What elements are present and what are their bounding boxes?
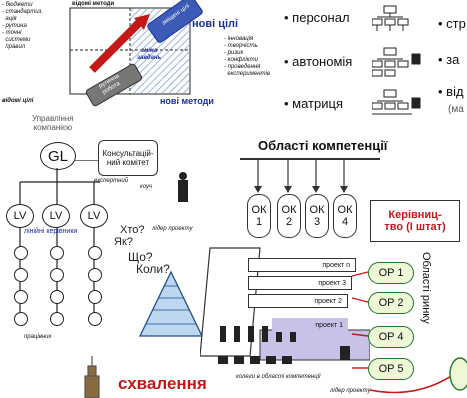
- innovation-list: - інновація - творчість - ризик - конфлі…: [224, 36, 270, 77]
- known-goals-label: відомі цілі: [2, 98, 34, 104]
- competence-title: Області компетенції: [258, 138, 388, 153]
- project-1: проект 1: [272, 318, 348, 332]
- new-methods-label: нові методи: [160, 96, 214, 106]
- op-node-5: OP 5: [368, 358, 414, 380]
- ok-node-4: ОК 4: [333, 194, 357, 238]
- project-leader-right-label: лідер проекту: [330, 388, 371, 394]
- how-label: Як?: [114, 236, 133, 248]
- org-chart-icons: [372, 5, 421, 115]
- lv-node-2: LV: [42, 204, 70, 228]
- lv-node-1: LV: [6, 204, 34, 228]
- when-label: Коли?: [136, 262, 170, 276]
- new-goals-label: нові цілі: [192, 18, 239, 30]
- project-leader-label: лідер проекту: [152, 226, 193, 232]
- workers-label: працівник: [24, 334, 52, 340]
- ok-node-3: ОК 3: [305, 194, 329, 238]
- tower-icon: [84, 356, 100, 398]
- experts-label: колеги в області компетенції: [236, 374, 321, 380]
- task-change-label: зміна завдань: [137, 48, 162, 61]
- projects-stack: [200, 247, 370, 364]
- matrix-diagram: [69, 0, 203, 107]
- known-methods-label: відомі методи: [72, 1, 115, 7]
- op-node-4: OP 4: [368, 326, 414, 348]
- ok-node-2: ОК 2: [277, 194, 301, 238]
- right-structure-note: (ма: [448, 104, 464, 115]
- expert-label: експертний: [94, 178, 129, 184]
- right-structure-2: • за: [438, 52, 460, 67]
- structure-item-personnel: • персонал: [284, 10, 350, 25]
- op-node-2: OP 2: [368, 292, 414, 314]
- project-3: проект 3: [248, 276, 352, 290]
- lv-node-3: LV: [80, 204, 108, 228]
- gl-node: GL: [40, 142, 76, 170]
- right-structure-1: • стр: [438, 16, 466, 31]
- market-areas-label: Області ринку: [420, 252, 432, 324]
- who-label: Хто?: [120, 224, 145, 236]
- right-structure-3: • від: [438, 84, 464, 99]
- consulting-committee: Консультацій- ний комітет: [98, 140, 158, 176]
- line-managers-label: лінійні керівники: [24, 228, 78, 235]
- market-links: [351, 271, 467, 394]
- approval-label: схвалення: [118, 374, 207, 393]
- structure-item-autonomy: • автономія: [284, 54, 353, 69]
- ok-node-1: ОК 1: [247, 194, 271, 238]
- competence-arrows: [254, 158, 348, 193]
- competence-bar: [240, 158, 380, 160]
- leadership-box: Керівниц- тво (І штат): [370, 200, 460, 242]
- known-methods-list: - бюджети - стандартиз. ація - рутина - …: [2, 2, 44, 50]
- op-node-1: OP 1: [368, 262, 414, 284]
- project-2: проект 2: [248, 294, 348, 308]
- what-label: Що?: [128, 250, 153, 264]
- structure-item-matrix: • матриця: [284, 96, 343, 111]
- project-n: проект n: [248, 258, 356, 272]
- company-management-label: Управління компанією: [32, 114, 74, 132]
- coach-label: коуч: [140, 184, 153, 190]
- pyramid-graphic: [138, 270, 204, 337]
